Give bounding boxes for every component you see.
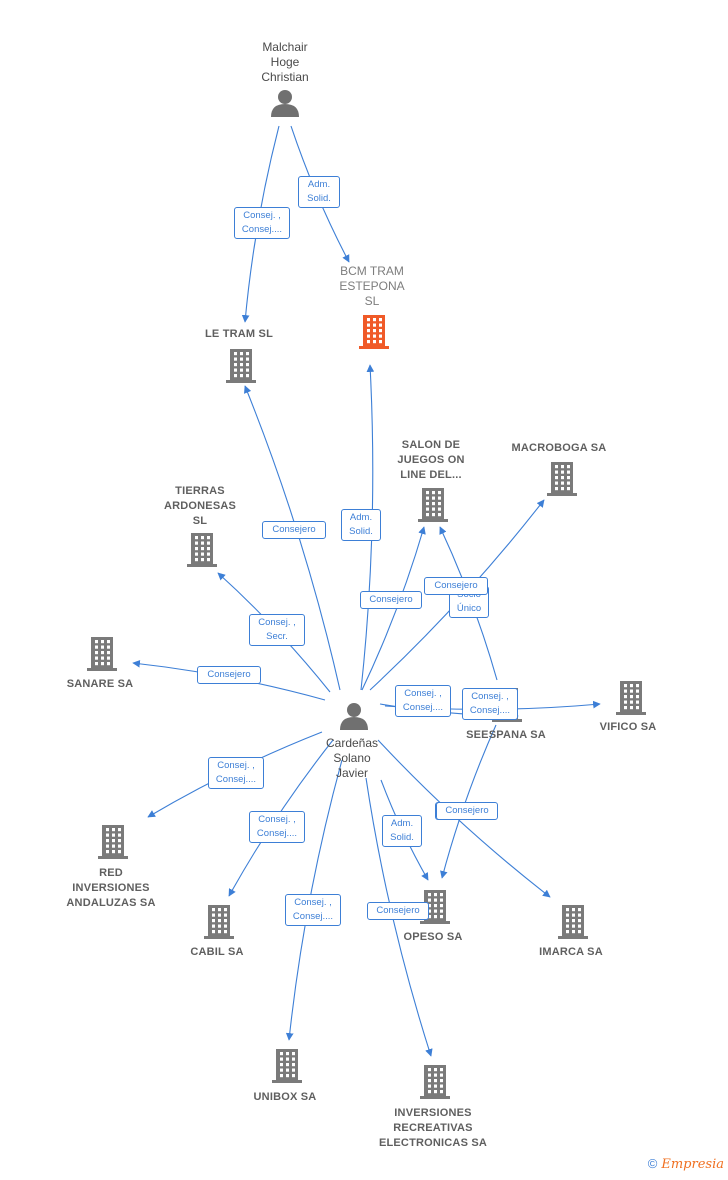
node-label-salon[interactable]: SALON DE JUEGOS ON LINE DEL...: [397, 439, 465, 481]
node-label-malchair[interactable]: Malchair Hoge Christian: [261, 40, 309, 84]
edge-label-cardenas-macroboga[interactable]: Consejero: [424, 577, 488, 595]
node-label-macroboga[interactable]: MACROBOGA SA: [511, 442, 607, 454]
edge-label-cardenas-unibox[interactable]: Consej. , Consej....: [285, 894, 341, 926]
node-label-cabil[interactable]: CABIL SA: [190, 946, 244, 958]
node-label-tierras[interactable]: TIERRAS ARDONESAS SL: [163, 485, 237, 527]
edge-label-cardenas-seespana[interactable]: Consej. , Consej....: [395, 685, 451, 717]
building-icon-vifico[interactable]: [616, 681, 646, 715]
building-icon-letram[interactable]: [226, 349, 256, 383]
edge-label-cardenas-cabil[interactable]: Consej. , Consej....: [249, 811, 305, 843]
edge-label-cardenas-letram[interactable]: Consejero: [262, 521, 326, 539]
node-label-imarca[interactable]: IMARCA SA: [539, 946, 603, 958]
building-icon-macroboga[interactable]: [547, 462, 577, 496]
edge-label-cardenas-imarca[interactable]: Consejero: [436, 802, 498, 820]
edge-label-cardenas-sanare[interactable]: Consejero: [197, 666, 261, 684]
edge-cardenas-salon: [361, 526, 426, 691]
building-icon-salon[interactable]: [418, 488, 448, 522]
node-label-vifico[interactable]: VIFICO SA: [599, 721, 657, 733]
building-icon-opeso[interactable]: [420, 890, 450, 924]
person-icon-malchair[interactable]: [271, 90, 299, 117]
node-label-inversiones[interactable]: INVERSIONES RECREATIVAS ELECTRONICAS SA: [378, 1107, 488, 1149]
building-icon-cabil[interactable]: [204, 905, 234, 939]
building-icon-bcm[interactable]: [359, 315, 389, 349]
node-label-sanare[interactable]: SANARE SA: [66, 678, 134, 690]
node-label-unibox[interactable]: UNIBOX SA: [253, 1091, 317, 1103]
node-label-red[interactable]: RED INVERSIONES ANDALUZAS SA: [66, 867, 156, 909]
edge-label-cardenas-salon[interactable]: Consejero: [360, 591, 422, 609]
node-label-letram[interactable]: LE TRAM SL: [205, 328, 273, 340]
edge-label-cardenas-red[interactable]: Consej. , Consej....: [208, 757, 264, 789]
node-label-seespana[interactable]: SEESPANA SA: [466, 729, 546, 741]
building-icon-inversiones[interactable]: [420, 1065, 450, 1099]
icon-layer: [87, 90, 646, 1099]
watermark: ©Empresia: [648, 1156, 724, 1172]
edge-label-cardenas-bcm[interactable]: Adm. Solid.: [341, 509, 381, 541]
edge-seespana-opeso: [440, 724, 497, 879]
person-icon-cardenas[interactable]: [340, 703, 368, 730]
building-icon-imarca[interactable]: [558, 905, 588, 939]
edge-cardenas-imarca: [377, 739, 551, 898]
edge-label-cardenas-vifico[interactable]: Consej. , Consej....: [462, 688, 518, 720]
building-icon-tierras[interactable]: [187, 533, 217, 567]
edge-label-cardenas-tierras[interactable]: Consej. , Secr.: [249, 614, 305, 646]
building-icon-sanare[interactable]: [87, 637, 117, 671]
node-label-opeso[interactable]: OPESO SA: [403, 931, 463, 943]
building-icon-unibox[interactable]: [272, 1049, 302, 1083]
node-label-bcm[interactable]: BCM TRAM ESTEPONA SL: [339, 264, 405, 308]
node-label-cardenas[interactable]: Cardeñas Solano Javier: [325, 736, 379, 780]
copyright-symbol: ©: [647, 1156, 658, 1171]
edge-label-cardenas-opeso[interactable]: Adm. Solid.: [382, 815, 422, 847]
edge-label-cardenas-inversiones[interactable]: Consejero: [367, 902, 429, 920]
edge-label-malchair-letram[interactable]: Consej. , Consej....: [234, 207, 290, 239]
building-icon-red[interactable]: [98, 825, 128, 859]
edge-label-malchair-bcm[interactable]: Adm. Solid.: [298, 176, 340, 208]
brand-logo: Empresia: [661, 1157, 724, 1172]
